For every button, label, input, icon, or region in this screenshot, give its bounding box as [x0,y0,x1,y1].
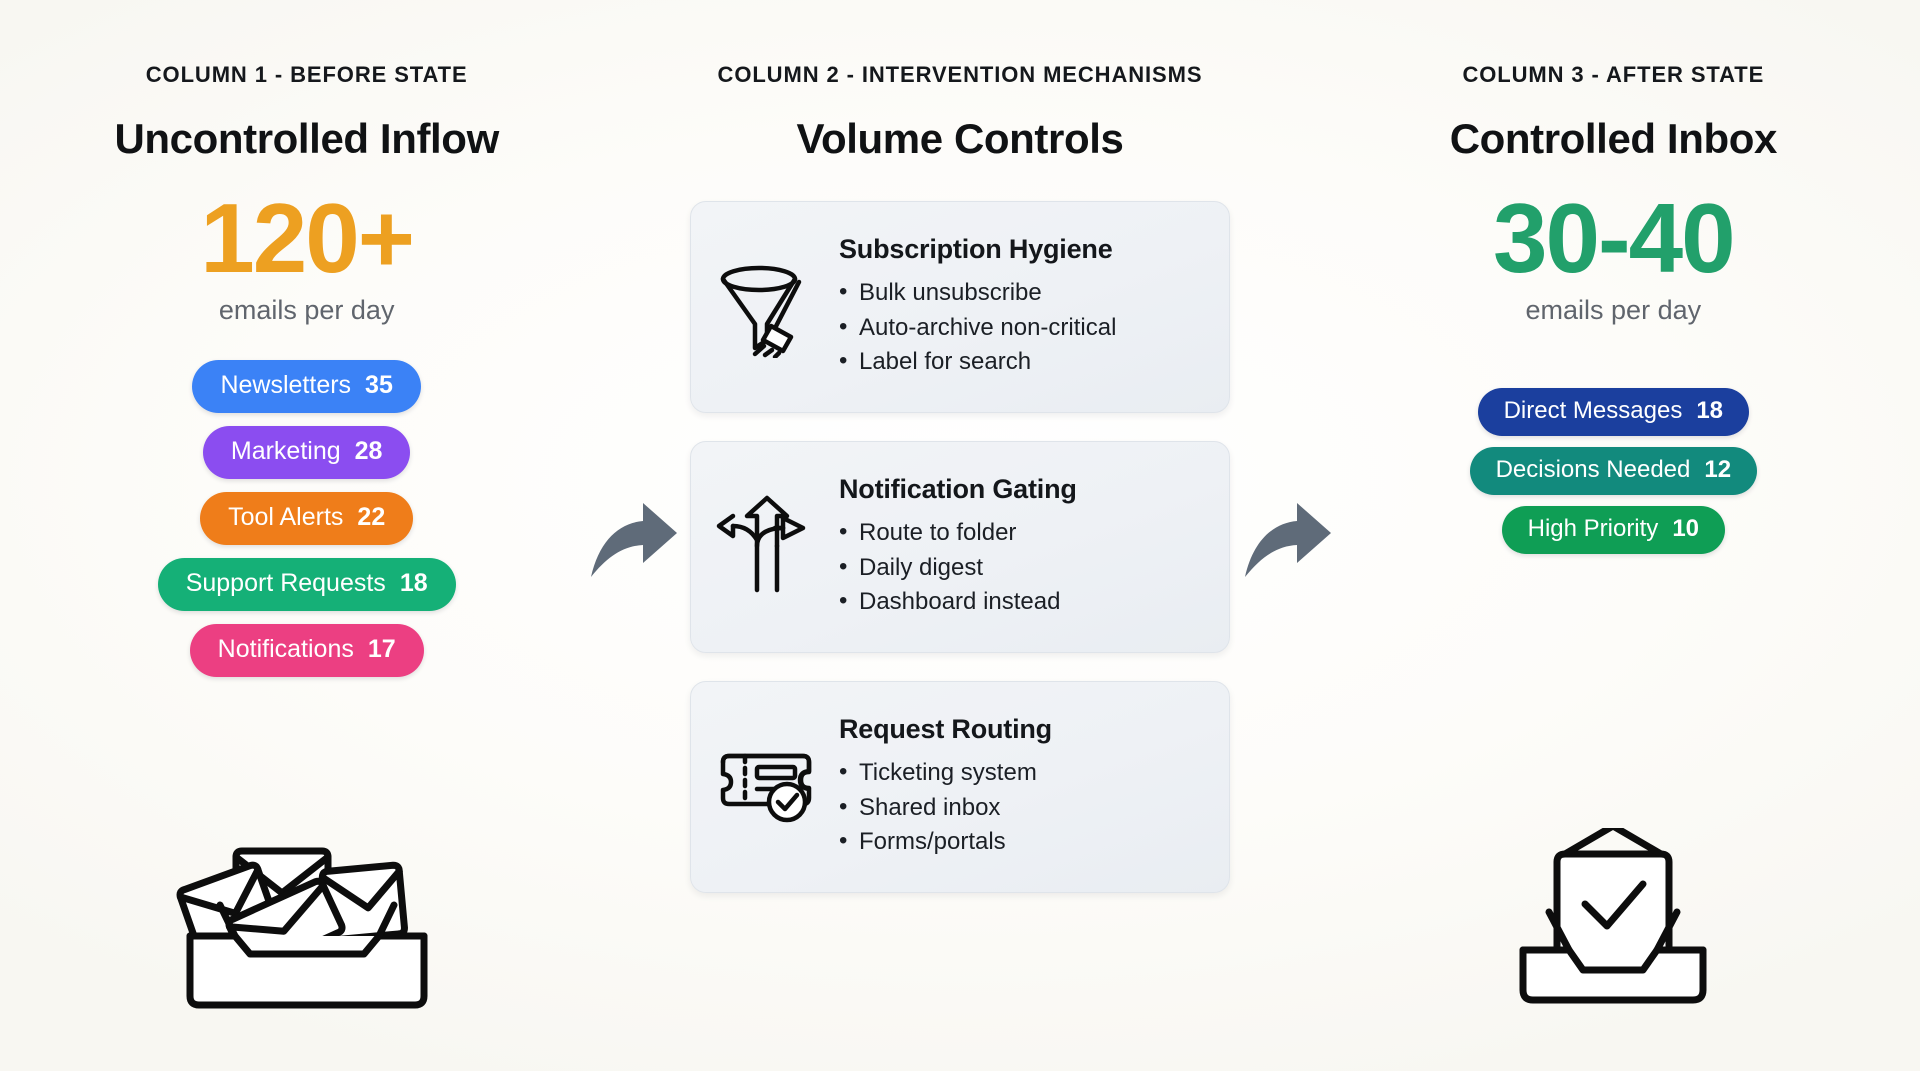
control-card-list: Subscription Hygiene Bulk unsubscribe Au… [689,201,1230,893]
column-1-headline: Uncontrolled Inflow [114,115,499,162]
column-intervention-mechanisms: COLUMN 2 - INTERVENTION MECHANISMS Volum… [681,30,1238,1047]
pill-label: Tool Alerts [228,502,344,531]
column-before-state: COLUMN 1 - BEFORE STATE Uncontrolled Inf… [28,30,585,1047]
pill-decisions-needed[interactable]: Decisions Needed 12 [1469,446,1758,495]
arrow-controls-to-after-icon [1239,497,1335,581]
arrow-before-to-controls-icon [585,497,681,581]
pill-label: Notifications [217,634,354,663]
pill-value: 10 [1672,514,1700,542]
card-bullet: Ticketing system [839,755,1203,791]
card-bullet-list: Bulk unsubscribe Auto-archive non-critic… [839,275,1203,380]
card-body: Notification Gating Route to folder Dail… [839,472,1203,620]
pill-label: Direct Messages [1503,396,1683,424]
before-category-pill-list: Newsletters 35 Marketing 28 Tool Alerts … [28,359,585,677]
three-way-arrow-icon [713,494,821,598]
pill-notifications[interactable]: Notifications 17 [189,623,424,677]
card-notification-gating[interactable]: Notification Gating Route to folder Dail… [689,441,1230,653]
pill-label: Newsletters [220,370,352,399]
before-volume-caption: emails per day [218,294,395,325]
pill-label: Support Requests [185,568,386,597]
pill-value: 22 [357,502,386,531]
card-title: Request Routing [838,713,1052,744]
column-after-state: COLUMN 3 - AFTER STATE Controlled Inbox … [1335,30,1892,1047]
pill-value: 28 [354,436,383,465]
pill-label: Marketing [230,436,341,465]
funnel-broom-icon [713,254,821,358]
pill-direct-messages[interactable]: Direct Messages 18 [1477,387,1750,436]
pill-value: 12 [1704,455,1732,483]
connector-gutter-1 [585,30,681,1047]
card-title: Subscription Hygiene [838,233,1113,264]
before-illustration [28,813,585,1013]
pill-support-requests[interactable]: Support Requests 18 [157,557,456,611]
pill-marketing[interactable]: Marketing 28 [202,425,411,479]
card-bullet-list: Route to folder Daily digest Dashboard i… [839,515,1203,620]
overflowing-inbox-icon [172,813,442,1013]
pill-value: 18 [1696,396,1724,424]
card-bullet: Route to folder [839,515,1203,551]
after-volume-caption: emails per day [1525,294,1702,325]
pill-label: High Priority [1527,514,1659,542]
card-bullet: Forms/portals [839,824,1203,860]
card-bullet: Daily digest [839,550,1203,586]
card-bullet: Dashboard instead [839,584,1203,620]
pill-high-priority[interactable]: High Priority 10 [1501,505,1726,554]
card-subscription-hygiene[interactable]: Subscription Hygiene Bulk unsubscribe Au… [689,201,1230,413]
card-bullet: Shared inbox [839,790,1203,826]
card-body: Request Routing Ticketing system Shared … [839,712,1203,860]
pill-value: 35 [365,370,393,399]
card-bullet: Auto-archive non-critical [839,310,1203,346]
before-volume-number: 120+ [200,183,415,293]
ticket-check-icon [713,740,821,832]
pill-label: Decisions Needed [1495,455,1691,483]
connector-gutter-2 [1239,30,1335,1047]
inbox-check-icon [1513,828,1713,1013]
after-volume-number: 30-40 [1492,183,1736,293]
column-2-headline: Volume Controls [796,115,1124,162]
card-bullet-list: Ticketing system Shared inbox Forms/port… [839,755,1203,860]
column-3-headline: Controlled Inbox [1449,115,1778,162]
card-request-routing[interactable]: Request Routing Ticketing system Shared … [689,681,1230,893]
column-1-kicker: COLUMN 1 - BEFORE STATE [145,62,468,87]
after-illustration [1335,828,1892,1013]
column-3-kicker: COLUMN 3 - AFTER STATE [1462,62,1765,87]
pill-newsletters[interactable]: Newsletters 35 [192,359,421,413]
column-2-kicker: COLUMN 2 - INTERVENTION MECHANISMS [717,62,1203,87]
pill-value: 18 [399,568,428,597]
card-bullet: Label for search [839,344,1203,380]
pill-value: 17 [367,634,396,663]
pill-tool-alerts[interactable]: Tool Alerts 22 [200,491,414,545]
after-category-pill-list: Direct Messages 18 Decisions Needed 12 H… [1335,387,1892,554]
card-title: Notification Gating [838,473,1077,504]
card-bullet: Bulk unsubscribe [839,275,1203,311]
card-body: Subscription Hygiene Bulk unsubscribe Au… [839,232,1203,380]
